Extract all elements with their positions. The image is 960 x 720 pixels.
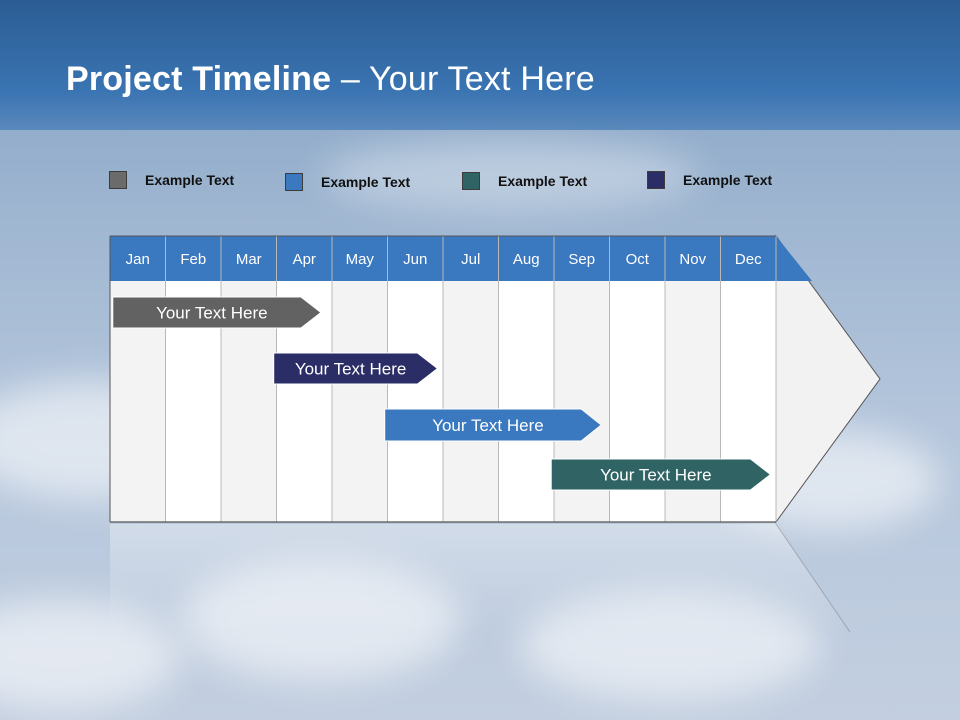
month-label-nov: Nov <box>679 251 706 268</box>
legend-label-1: Example Text <box>145 172 235 188</box>
timeline-bar-4[interactable]: Your Text Here <box>550 458 772 491</box>
timeline-bar-1[interactable]: Your Text Here <box>112 296 322 329</box>
timeline-bar-label: Your Text Here <box>156 304 268 323</box>
timeline-bar-3[interactable]: Your Text Here <box>384 408 602 442</box>
month-label-mar: Mar <box>236 251 262 268</box>
timeline-bar-shape <box>273 352 439 385</box>
header-arrow-segment <box>776 236 812 281</box>
month-header-row: Jan Feb Mar Apr May Jun Jul Aug Sep Oct Nov Dec <box>110 236 812 281</box>
timeline-bar-label: Your Text Here <box>600 466 712 485</box>
month-label-feb: Feb <box>180 251 206 268</box>
legend-swatch-4 <box>647 171 665 189</box>
legend-swatch-2 <box>285 173 303 191</box>
page-title-rest: – Your Text Here <box>331 60 595 98</box>
timeline-reflection <box>110 523 851 633</box>
month-label-sep: Sep <box>568 251 595 268</box>
legend-label-4: Example Text <box>683 172 773 188</box>
timeline-bar-shape <box>384 408 602 442</box>
legend-label-2: Example Text <box>321 174 411 190</box>
timeline-bar-label: Your Text Here <box>295 360 407 379</box>
timeline-bar-shape <box>112 296 322 329</box>
legend-swatch-1 <box>109 171 127 189</box>
legend-swatch-3 <box>462 172 480 190</box>
month-column-aug <box>498 281 554 522</box>
page-title: Project Timeline – Your Text Here <box>66 60 595 99</box>
month-label-jan: Jan <box>126 251 150 268</box>
month-label-dec: Dec <box>735 251 762 268</box>
timeline-bar-shape <box>550 458 772 491</box>
month-label-jul: Jul <box>461 251 480 268</box>
timeline-bar-label: Your Text Here <box>432 416 544 435</box>
legend-item-3: Example Text <box>462 171 587 191</box>
month-column-jul <box>443 281 499 522</box>
month-label-may: May <box>346 251 375 268</box>
month-column-may <box>332 281 388 522</box>
month-label-aug: Aug <box>513 251 540 268</box>
month-label-oct: Oct <box>626 251 650 268</box>
legend-item-4: Example Text <box>647 170 772 190</box>
page-title-main: Project Timeline <box>66 60 332 98</box>
legend-item-2: Example Text <box>285 172 410 192</box>
legend-label-3: Example Text <box>498 173 588 189</box>
title-banner: Project Timeline – Your Text Here <box>0 0 960 130</box>
month-label-apr: Apr <box>293 251 316 268</box>
month-label-jun: Jun <box>403 251 427 268</box>
reflection-edge <box>775 523 851 633</box>
timeline-bar-2[interactable]: Your Text Here <box>273 352 439 385</box>
reflection-shape <box>110 524 850 632</box>
month-column-jun <box>387 281 443 522</box>
legend-item-1: Example Text <box>109 170 234 190</box>
